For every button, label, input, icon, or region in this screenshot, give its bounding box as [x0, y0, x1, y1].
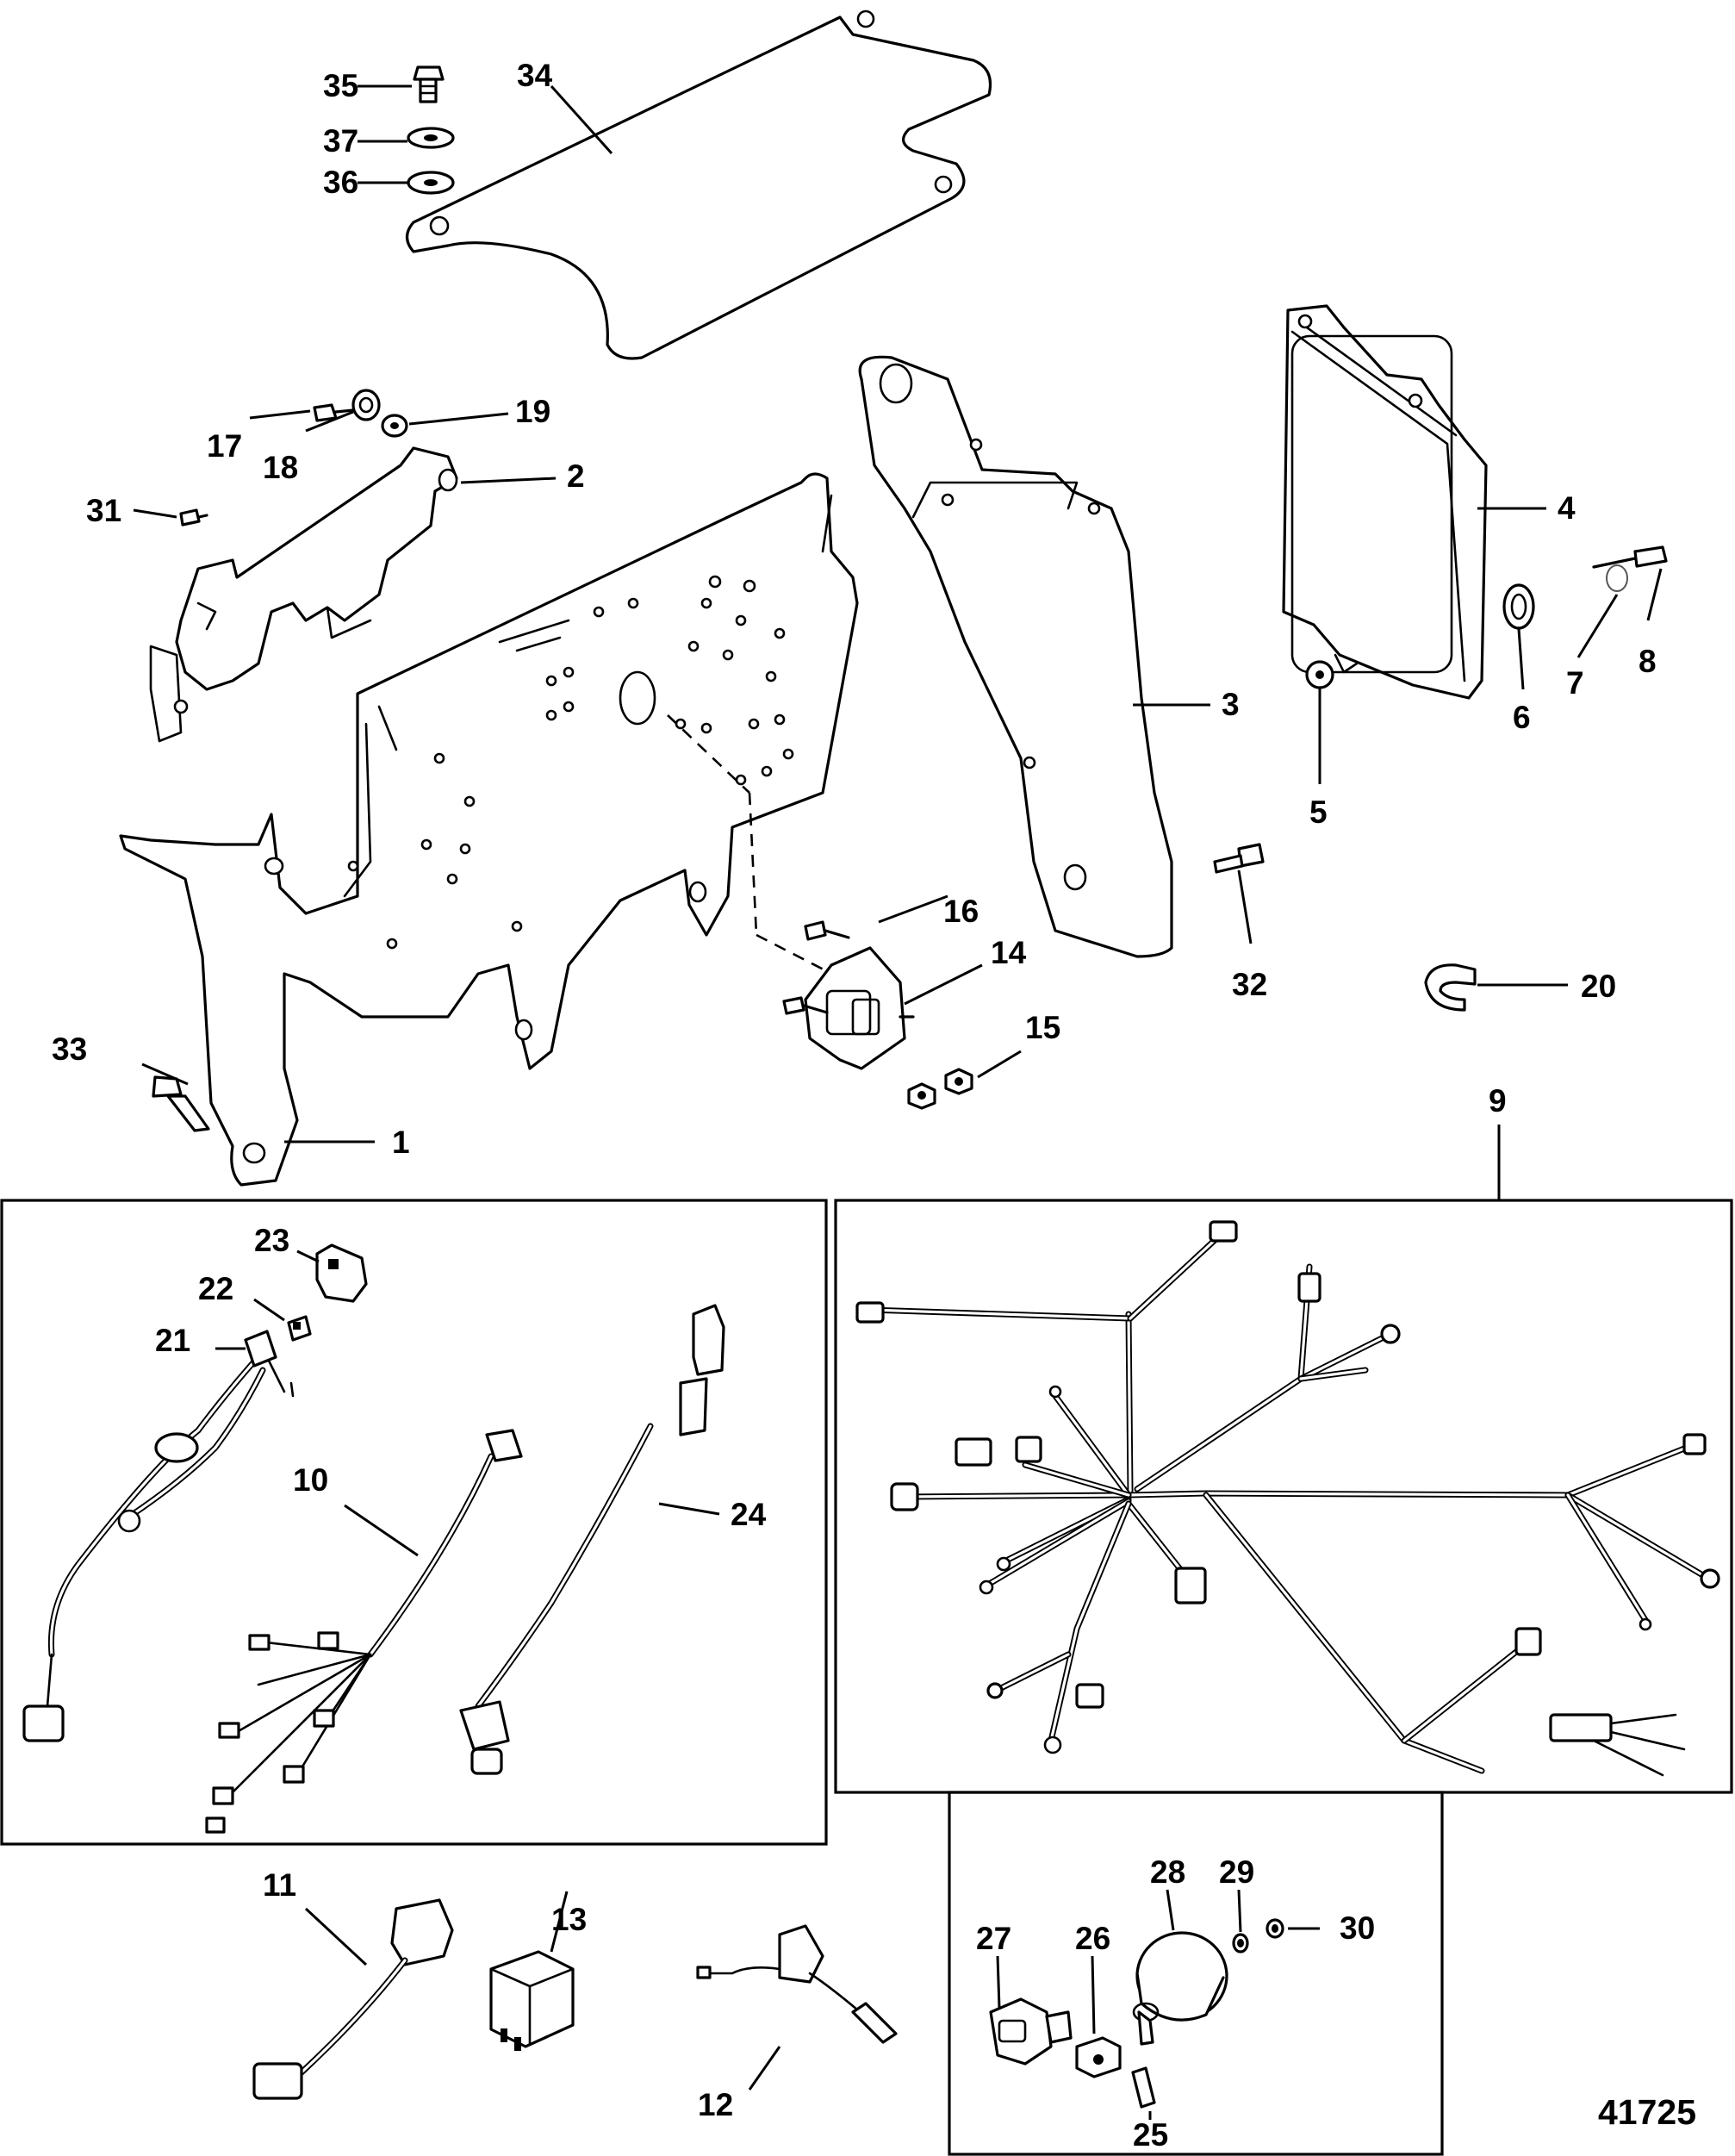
part-4-module [1282, 304, 1488, 700]
callout-6: 6 [1513, 700, 1531, 735]
callout-28: 28 [1150, 1854, 1185, 1890]
callout-16: 16 [943, 894, 979, 929]
callout-23: 23 [254, 1223, 289, 1258]
callout-21: 21 [155, 1323, 190, 1358]
callout-30: 30 [1340, 1910, 1375, 1946]
callout-11: 11 [263, 1867, 296, 1903]
callout-27: 27 [976, 1921, 1011, 1956]
part-29-washer [1232, 1933, 1249, 1953]
callout-19: 19 [515, 394, 550, 429]
part-15-nut [907, 1068, 973, 1110]
part-9-main-harness [855, 1220, 1720, 1777]
callout-36: 36 [323, 165, 358, 200]
part-19-bushing [381, 414, 408, 438]
part-27-sensor [989, 1997, 1073, 2066]
part-6-grommet [1502, 583, 1535, 630]
part-5-washer [1305, 660, 1334, 689]
callout-37: 37 [323, 123, 358, 159]
callout-13: 13 [551, 1902, 587, 1937]
callout-26: 26 [1075, 1921, 1110, 1956]
callout-5: 5 [1309, 794, 1328, 830]
callout-17: 17 [207, 428, 242, 464]
part-3-bracket [858, 355, 1173, 958]
callout-25: 25 [1133, 2117, 1168, 2153]
part-12-sensor [696, 1924, 898, 2044]
callout-35: 35 [323, 68, 358, 103]
figure-id: 41725 [1598, 2092, 1696, 2132]
callout-12: 12 [698, 2087, 733, 2122]
part-10-harness [205, 1429, 523, 1834]
part-30-nut [1265, 1918, 1284, 1939]
callout-24: 24 [731, 1497, 767, 1532]
callout-labels: 35 37 36 34 17 18 19 2 31 4 3 6 7 8 5 16… [52, 58, 1696, 2153]
callout-1: 1 [392, 1125, 410, 1160]
callout-34: 34 [517, 58, 553, 93]
callout-14: 14 [991, 935, 1027, 970]
callout-9: 9 [1489, 1083, 1507, 1119]
part-35-bolt [413, 65, 445, 103]
part-23-connector [315, 1243, 368, 1303]
callout-8: 8 [1639, 644, 1657, 679]
part-32-bolt [1213, 843, 1265, 874]
part-18-grommet [351, 389, 381, 421]
callout-33: 33 [52, 1031, 87, 1067]
part-11-sensor [252, 1898, 454, 2100]
callout-2: 2 [567, 458, 585, 494]
part-8-bolt [1592, 545, 1668, 569]
callout-20: 20 [1581, 969, 1616, 1004]
part-21-pigtail [22, 1330, 295, 1742]
callout-7: 7 [1566, 665, 1584, 701]
callout-31: 31 [86, 493, 121, 528]
part-13-relay [489, 1950, 575, 2051]
part-24-sensor [459, 1304, 725, 1775]
part-28-sender [1132, 1931, 1228, 2046]
part-2-bracket [149, 446, 458, 743]
part-22-terminal [287, 1315, 312, 1342]
sensor-group-box [948, 1791, 1444, 2156]
part-16-screw [804, 920, 850, 941]
callout-3: 3 [1222, 687, 1240, 722]
part-20-clip [1424, 963, 1477, 1012]
part-25-plug [1131, 2066, 1156, 2109]
part-37-washer [407, 127, 455, 149]
callout-18: 18 [263, 450, 298, 485]
callout-15: 15 [1025, 1010, 1060, 1045]
part-31-screw [179, 508, 208, 527]
part-36-washer [407, 171, 455, 195]
callout-29: 29 [1219, 1854, 1254, 1890]
callout-10: 10 [293, 1462, 328, 1498]
part-33-stud [152, 1075, 210, 1132]
callout-32: 32 [1232, 967, 1267, 1002]
part-7-washer [1606, 564, 1628, 592]
harness-group-box [0, 1199, 828, 1846]
callout-22: 22 [198, 1271, 233, 1306]
part-14-circuit-breaker [804, 946, 915, 1070]
part-34-plate [405, 9, 992, 360]
leaders [133, 84, 1663, 2120]
callout-4: 4 [1558, 490, 1576, 526]
part-26-adapter [1075, 2036, 1122, 2078]
part-1-plate [119, 472, 859, 1187]
part-16-screw-b [782, 996, 829, 1015]
